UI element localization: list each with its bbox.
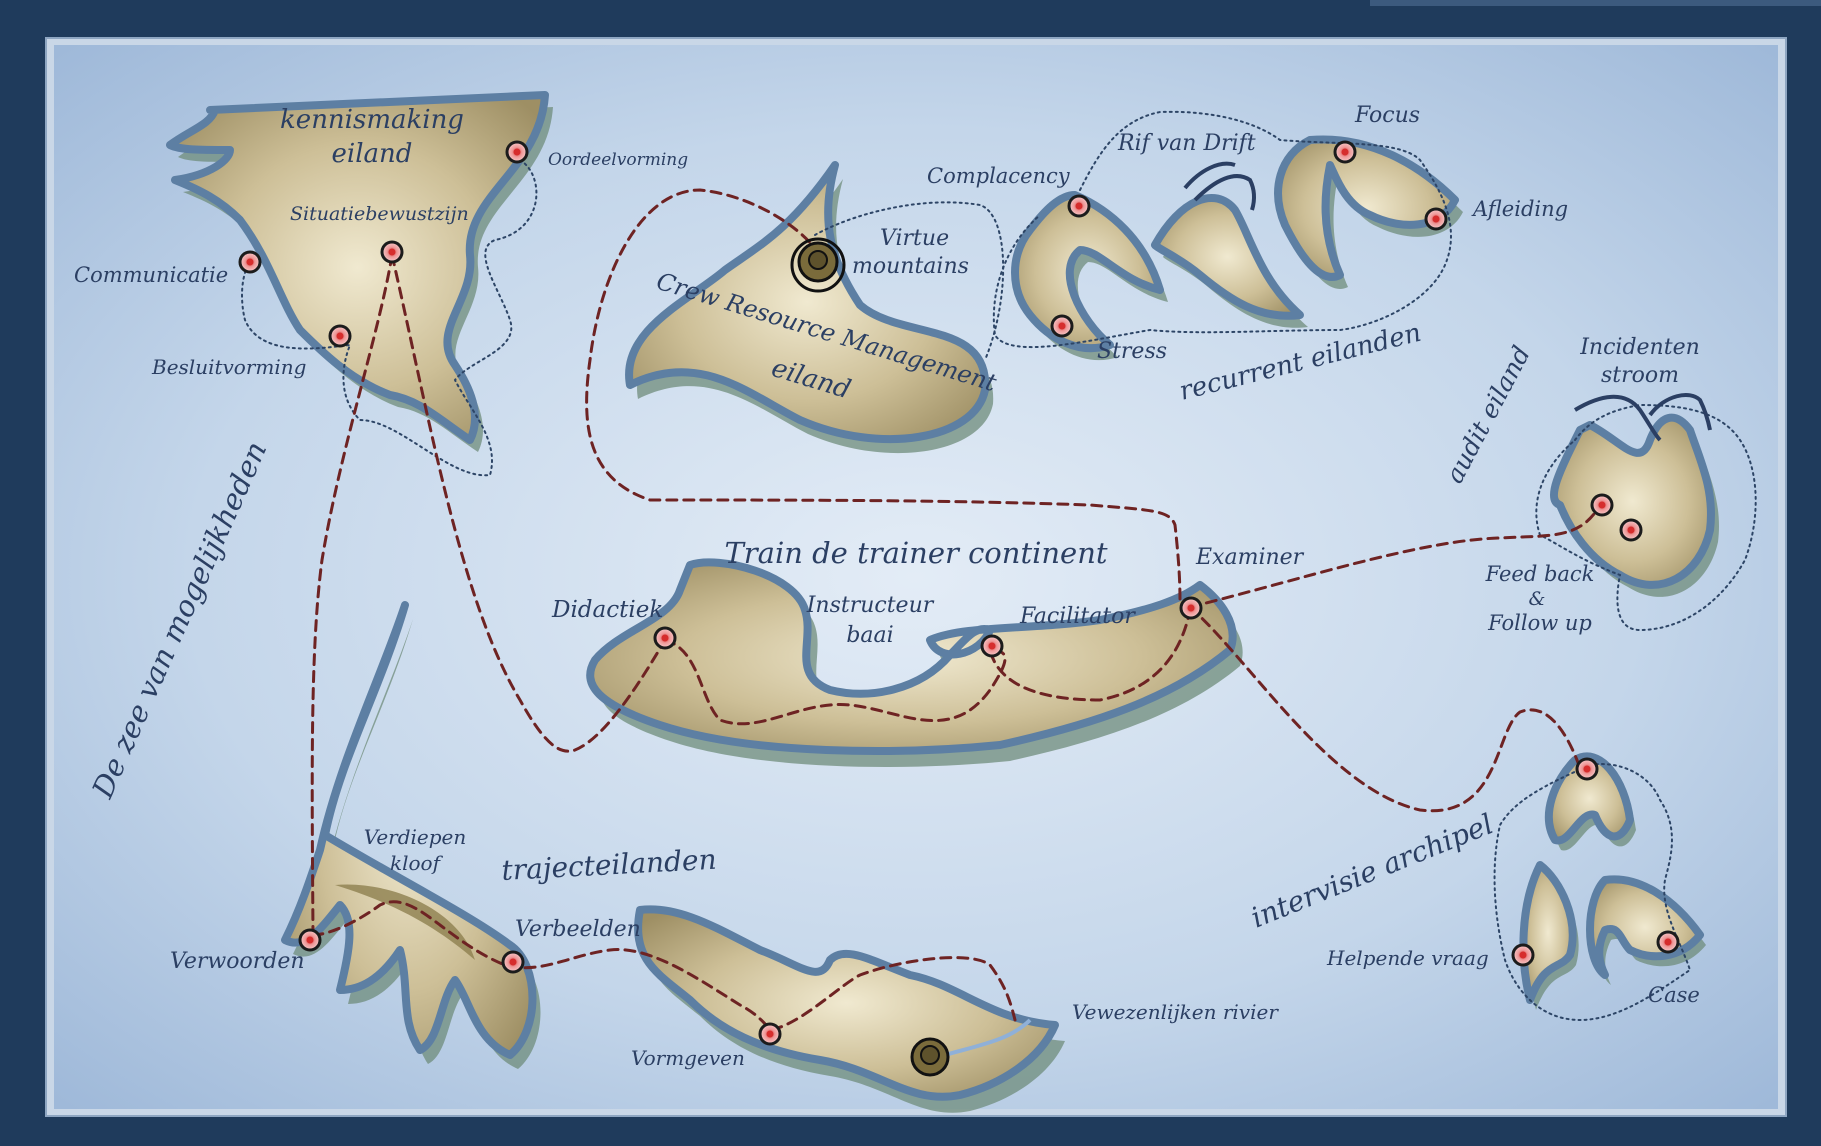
label-verbeelden: Verbeelden	[515, 917, 641, 942]
label-helpende-vraag: Helpende vraag	[1326, 946, 1489, 970]
label-oordeelvorming: Oordeelvorming	[548, 150, 688, 170]
label-afleiding: Afleiding	[1471, 197, 1568, 221]
label-instructeur: Instructeur	[806, 593, 935, 618]
pin-stress	[1052, 316, 1072, 336]
label-stress: Stress	[1097, 339, 1167, 364]
label-feedback-3: Follow up	[1487, 611, 1592, 635]
label-train-continent: Train de trainer continent	[724, 536, 1107, 570]
pin-besluitvorming	[330, 326, 350, 346]
label-kennismaking-2: eiland	[332, 139, 413, 169]
label-verdiepen-1: Verdiepen	[364, 825, 467, 849]
label-complacency: Complacency	[927, 164, 1071, 188]
label-rivier: Vewezenlijken rivier	[1072, 1000, 1279, 1024]
label-feedback-2: &	[1529, 588, 1546, 610]
label-kennismaking-1: kennismaking	[280, 105, 464, 135]
pin-communicatie	[240, 252, 260, 272]
label-besluitvorming: Besluitvorming	[151, 355, 306, 379]
label-verdiepen-2: kloof	[390, 851, 444, 875]
top-strip	[1370, 0, 1821, 6]
label-facilitator: Facilitator	[1019, 604, 1136, 629]
pin-situatiebewustzijn	[382, 242, 402, 262]
label-mountains: mountains	[852, 254, 969, 279]
pin-examiner	[1181, 598, 1201, 618]
pin-helpende-vraag	[1513, 945, 1533, 965]
label-verwoorden: Verwoorden	[170, 949, 305, 974]
label-examiner: Examiner	[1195, 545, 1305, 570]
label-vormgeven: Vormgeven	[631, 1046, 745, 1070]
pin-intervisie-top	[1577, 759, 1597, 779]
label-incidenten-2: stroom	[1601, 363, 1679, 388]
rivier-mountain-icon	[912, 1039, 948, 1075]
pin-vormgeven	[760, 1024, 780, 1044]
pin-facilitator	[982, 636, 1002, 656]
pin-verbeelden	[503, 952, 523, 972]
pin-oordeelvorming	[507, 142, 527, 162]
label-virtue: Virtue	[880, 226, 949, 251]
pin-feedback-2	[1621, 520, 1641, 540]
label-focus: Focus	[1354, 103, 1420, 128]
label-communicatie: Communicatie	[74, 263, 228, 287]
pin-didactiek	[655, 628, 675, 648]
label-incidenten-1: Incidenten	[1579, 335, 1700, 360]
label-rif: Rif van Drift	[1117, 131, 1256, 156]
pin-afleiding	[1426, 209, 1446, 229]
pin-case	[1658, 932, 1678, 952]
pin-feedback-1	[1592, 495, 1612, 515]
pin-verwoorden	[300, 930, 320, 950]
label-feedback-1: Feed back	[1485, 562, 1595, 586]
label-didactiek: Didactiek	[551, 597, 663, 623]
label-case: Case	[1648, 983, 1700, 1007]
pin-complacency	[1069, 196, 1089, 216]
label-baai: baai	[846, 623, 893, 648]
pin-focus	[1335, 142, 1355, 162]
label-situatiebewustzijn: Situatiebewustzijn	[290, 203, 469, 225]
